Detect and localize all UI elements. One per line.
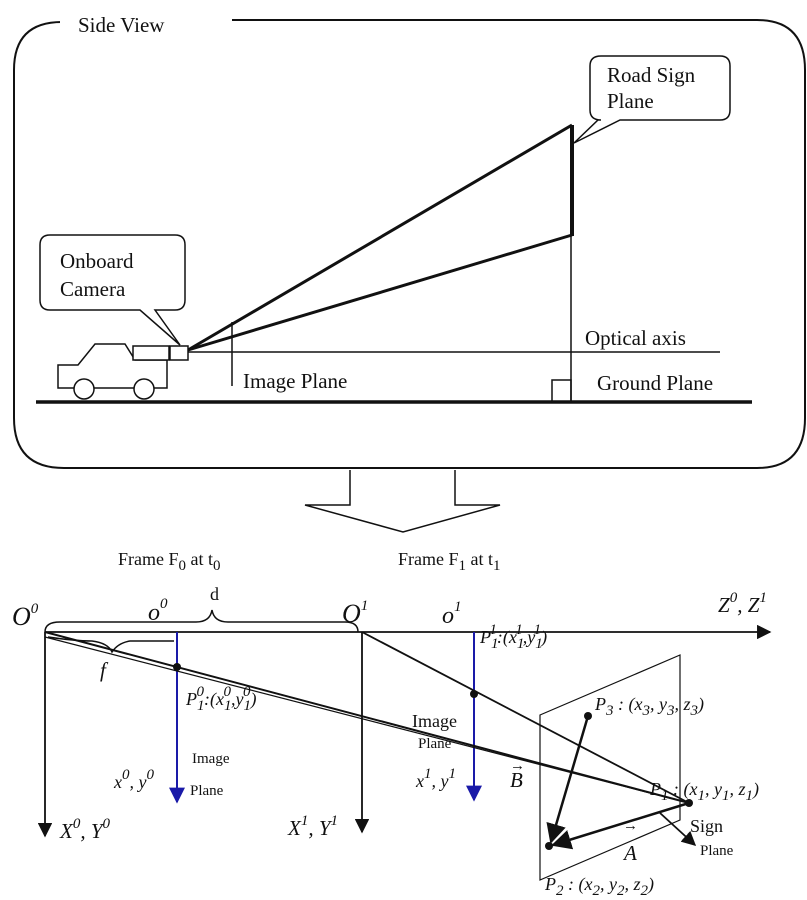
road-sign-callout	[573, 55, 731, 144]
vector-B	[546, 715, 590, 844]
frame1-XY-label: X1, Y1	[287, 813, 338, 840]
axis-Z-label: Z0, Z1	[718, 590, 767, 617]
x1y1-label: x1, y1	[415, 766, 456, 791]
vector-A-label: A	[622, 841, 637, 865]
vector-A	[551, 801, 690, 850]
camera-callout	[39, 234, 186, 346]
down-arrow-icon	[304, 470, 501, 533]
geometry-panel: Frame F0 at t0 Frame F1 at t1 O0 o0 d O1…	[12, 549, 772, 899]
image-plane-0-line2: Plane	[190, 783, 224, 799]
d-brace	[44, 609, 359, 633]
origin-O0-label: O0	[12, 601, 39, 631]
right-angle-mark	[551, 379, 572, 403]
focal-f-label: f	[100, 658, 109, 682]
vector-B-label: B	[510, 768, 523, 792]
side-view-panel: Side View Road Sign Plane Onboard Camera…	[13, 6, 806, 469]
view-ray-bottom	[187, 233, 573, 352]
P3-label: P3 : (x3, y3, z3)	[594, 694, 704, 719]
P2-label: P2 : (x2, y2, z2)	[544, 874, 654, 899]
road-sign-label-line1: Road Sign	[607, 63, 696, 87]
sign-normal	[659, 812, 697, 846]
origin-o1-label: o1	[442, 599, 462, 629]
camera-label-line2: Camera	[60, 277, 126, 301]
vector-B-arrow: →	[510, 758, 525, 774]
optical-axis-label: Optical axis	[585, 326, 686, 350]
view-ray-top	[187, 123, 573, 352]
point-P2	[545, 842, 553, 850]
P1-label: P1 : (x1, y1, z1)	[649, 779, 759, 804]
origin-o0-label: o0	[148, 596, 168, 626]
point-P11	[470, 690, 478, 698]
image-plane-1-line2: Plane	[418, 736, 452, 752]
car-icon	[57, 343, 189, 400]
origin-O1-label: O1	[342, 598, 368, 628]
frame1-title: Frame F1 at t1	[398, 549, 501, 574]
point-P01	[173, 663, 181, 671]
image-plane-0-line1: Image	[192, 751, 230, 767]
frame0-XY-label: X0, Y0	[59, 816, 111, 843]
sign-plane-label-line2: Plane	[700, 843, 734, 859]
sign-plane-label-line1: Sign	[690, 816, 723, 836]
image-plane-1-line1: Image	[412, 711, 457, 731]
distance-d-label: d	[210, 584, 219, 604]
image-plane-label: Image Plane	[243, 369, 347, 393]
ground-plane-label: Ground Plane	[597, 371, 713, 395]
P11-label: P11:(x11,y11)	[479, 622, 547, 652]
frame0-title: Frame F0 at t0	[118, 549, 221, 574]
ray-O0-P1	[44, 631, 690, 804]
road-sign-label-line2: Plane	[607, 89, 654, 113]
side-view-frame	[13, 19, 806, 469]
sign-plane	[539, 654, 681, 881]
side-view-title: Side View	[78, 13, 165, 37]
vector-A-arrow: →	[623, 818, 638, 834]
ray-O0-P1-upper	[44, 636, 690, 804]
x0y0-label: x0, y0	[113, 767, 155, 792]
P01-label: P10:(x10,y10)	[185, 684, 256, 714]
camera-label-line1: Onboard	[60, 249, 134, 273]
ray-O1-P1	[361, 631, 690, 804]
